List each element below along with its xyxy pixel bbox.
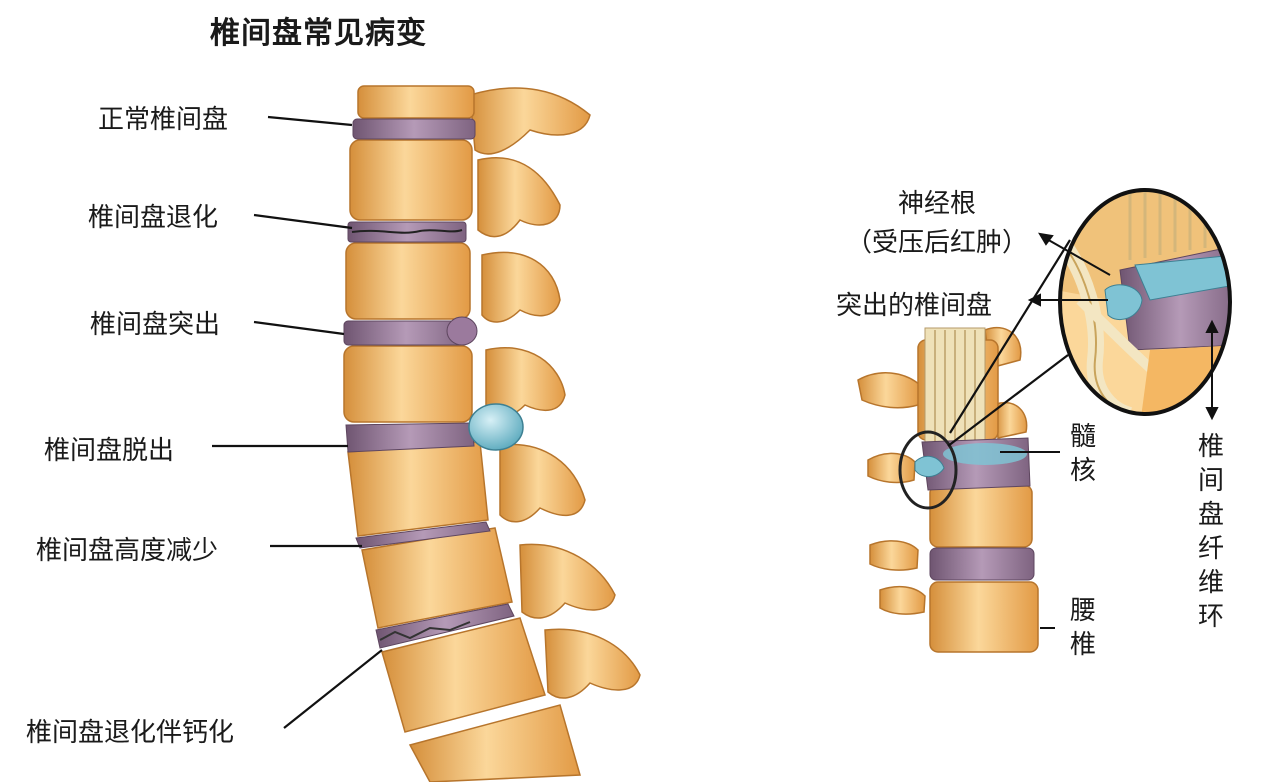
disc-bulge (446, 316, 478, 346)
label-height-reduced: 椎间盘高度减少 (36, 536, 219, 566)
label-bulging-disc: 椎间盘突出 (90, 310, 221, 340)
spinal-cord (924, 327, 986, 449)
label-calcified-disc: 椎间盘退化伴钙化 (26, 718, 235, 748)
extruded-disc (345, 422, 475, 453)
leader-lines-left (212, 115, 383, 729)
label-nucleus: 髓核 (1069, 422, 1096, 486)
herniation (1104, 284, 1143, 320)
normal-disc (352, 118, 476, 140)
thin-disc (355, 521, 491, 549)
label-degenerated-disc: 椎间盘退化 (88, 203, 219, 233)
magnify-big-circle (1058, 188, 1232, 416)
label-lumbar: 腰椎 (1069, 596, 1096, 660)
extruded-nucleus (468, 403, 524, 451)
label-herniated-disc: 突出的椎间盘 (836, 291, 993, 321)
label-nerve-root: 神经根 (898, 189, 977, 219)
magnify-circle (898, 430, 958, 510)
left-spine (343, 85, 641, 782)
magnified-view (1058, 188, 1232, 416)
magnify-connectors (947, 239, 1071, 447)
nucleus-pulposus (943, 443, 1027, 465)
label-annulus: 椎间盘纤维环 (1197, 432, 1224, 632)
label-extruded-disc: 椎间盘脱出 (44, 436, 175, 466)
label-nerve-root-note: （受压后红肿） (846, 228, 1029, 258)
vertebral-bodies (343, 85, 581, 782)
right-spine (857, 326, 1039, 653)
spinous-processes (469, 87, 641, 699)
leader-lines-right (1000, 232, 1219, 629)
label-normal-disc: 正常椎间盘 (98, 105, 229, 135)
diagram-title: 椎间盘常见病变 (210, 16, 427, 51)
